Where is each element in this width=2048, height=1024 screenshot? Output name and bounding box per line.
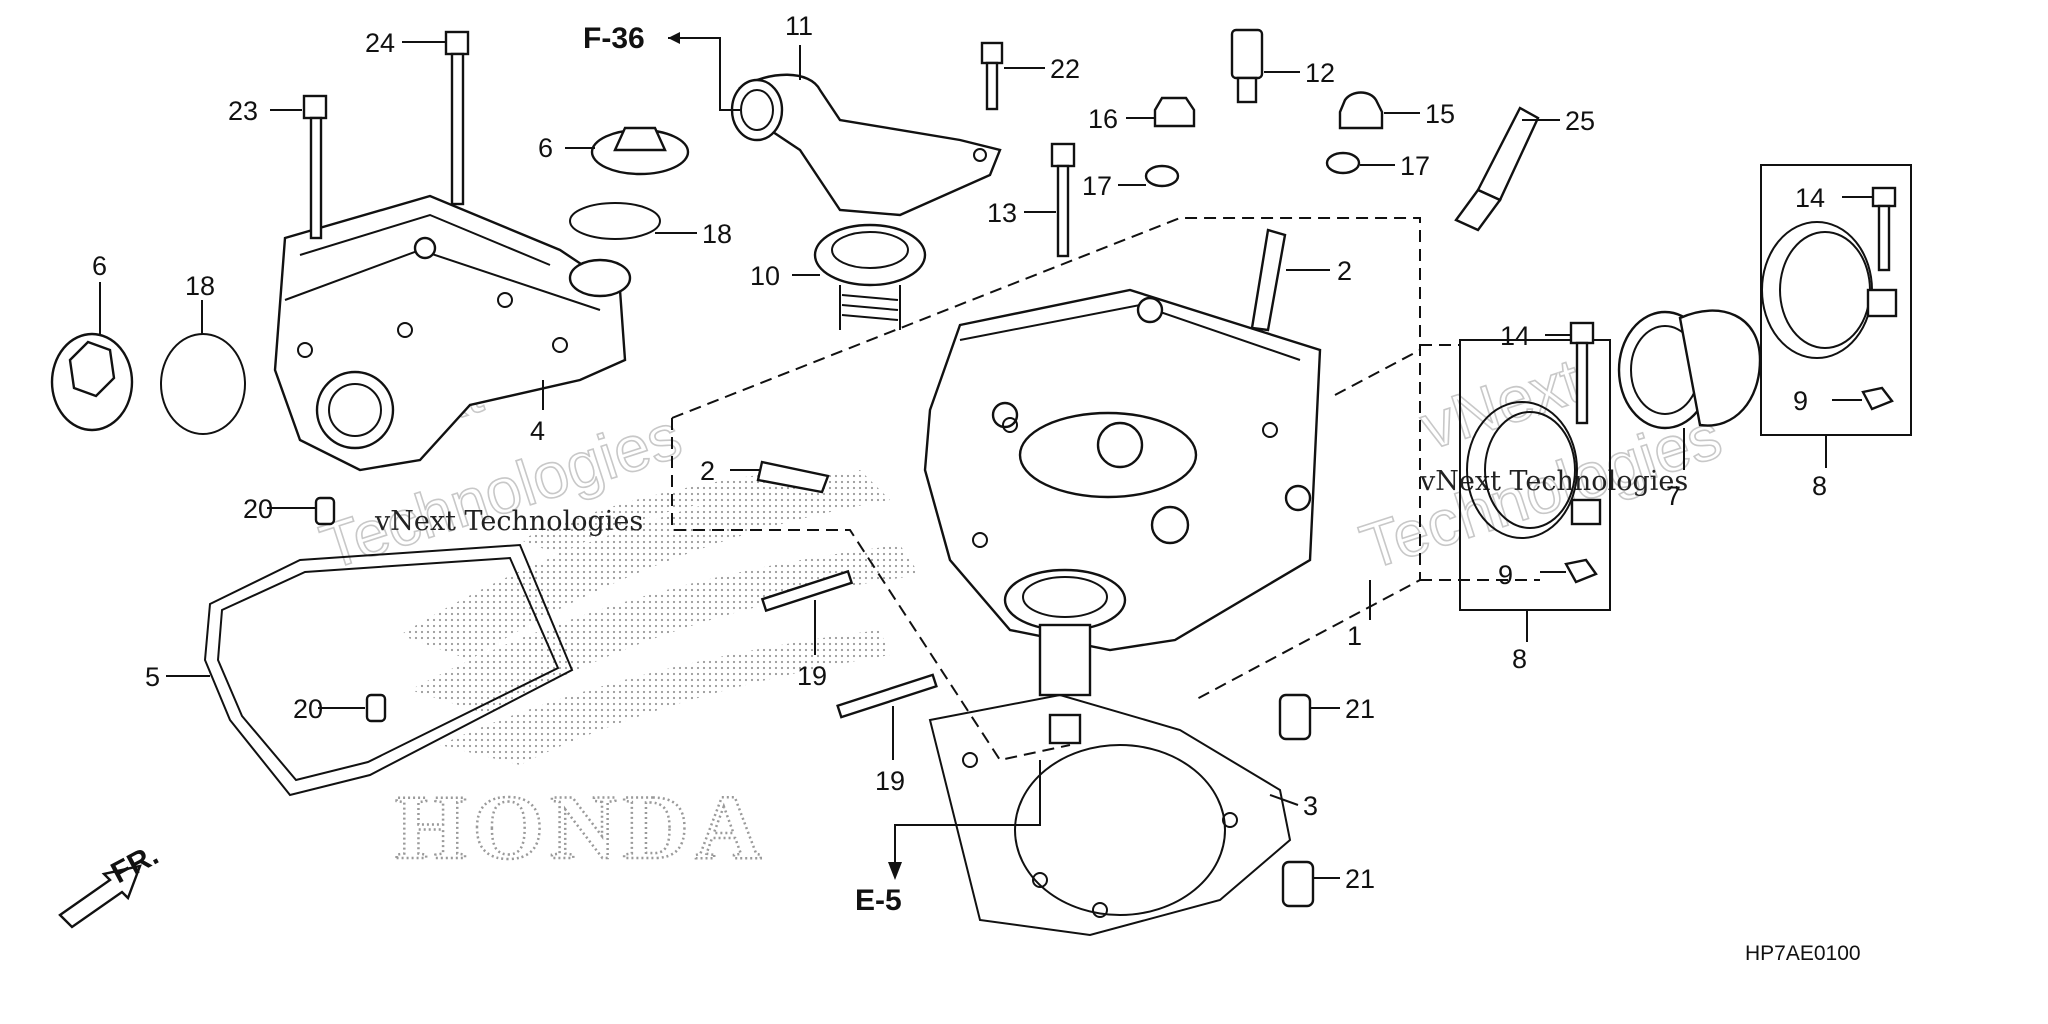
bolt-24-part: [444, 30, 470, 206]
callout-8-right: 8: [1812, 471, 1827, 501]
watermark-text-right: vNext Technologies: [1419, 466, 1688, 497]
callout-9-right: 9: [1793, 386, 1808, 416]
assembly-dashed-lines: [671, 217, 1540, 762]
ref-arrow-f36: [668, 32, 740, 111]
o-ring-18-left-part: [160, 333, 246, 435]
washer-17-left-part: [1144, 164, 1180, 188]
ref-label-e5: E-5: [855, 884, 902, 917]
nut-9-left-part: [1564, 558, 1598, 584]
callout-19-bottom: 19: [875, 766, 905, 796]
dowel-pin-21-bottom-part: [1281, 860, 1315, 908]
clamp-set-box-right: [1760, 164, 1912, 436]
thermostat-cover-part: [730, 73, 1002, 217]
stud-19-bottom-part: [836, 673, 938, 719]
callout-14-left: 14: [1500, 321, 1530, 351]
callout-24: 24: [365, 28, 395, 58]
bolt-23-part: [302, 94, 328, 240]
callout-20-bottom: 20: [293, 694, 323, 724]
plug-6-left-part: [50, 332, 134, 432]
callout-1: 1: [1347, 621, 1362, 651]
screw-14-right-part: [1871, 186, 1897, 272]
sensor-12-part: [1230, 28, 1264, 104]
callout-20-top: 20: [243, 494, 273, 524]
cylinder-head-cover-part: [273, 194, 632, 472]
callout-5: 5: [145, 662, 160, 692]
ref-arrow-e5: [888, 760, 1041, 880]
callout-13: 13: [987, 198, 1017, 228]
callout-18-top: 18: [702, 219, 732, 249]
guide-pipe-2-left-part: [756, 460, 830, 494]
leader-lines: [99, 41, 1872, 879]
brand-text: HONDA: [395, 776, 767, 878]
o-ring-18-top-part: [569, 202, 661, 240]
washer-17-right-part: [1325, 151, 1361, 175]
screw-14-left-part: [1569, 321, 1595, 425]
callout-3: 3: [1303, 791, 1318, 821]
ref-label-f36: F-36: [583, 22, 645, 55]
thermostat-part: [813, 223, 927, 330]
callout-19-top: 19: [797, 661, 827, 691]
callout-17-right: 17: [1400, 151, 1430, 181]
callout-25: 25: [1565, 106, 1595, 136]
callout-9-left: 9: [1498, 560, 1513, 590]
spark-plug-25-part: [1454, 106, 1540, 232]
brand-wing-mark: [400, 470, 920, 765]
callout-21-top: 21: [1345, 694, 1375, 724]
callout-22: 22: [1050, 54, 1080, 84]
callout-8-left: 8: [1512, 644, 1527, 674]
callout-7: 7: [1666, 481, 1681, 511]
bolt-13-part: [1050, 142, 1076, 258]
cylinder-head-gasket-part: [928, 693, 1292, 937]
diagram-code: HP7AE0100: [1745, 942, 1861, 965]
nut-9-right-part: [1861, 386, 1894, 411]
callout-12: 12: [1305, 58, 1335, 88]
callout-2-right: 2: [1337, 256, 1352, 286]
callout-14-right: 14: [1795, 183, 1825, 213]
cylinder-head-part: [923, 288, 1322, 745]
callout-2-left: 2: [700, 456, 715, 486]
callout-6-top: 6: [538, 133, 553, 163]
clamp-band-right-part: [1761, 221, 1898, 359]
callout-21-bottom: 21: [1345, 864, 1375, 894]
dowel-pin-21-top-part: [1278, 693, 1312, 741]
clamp-set-box-left: [1459, 339, 1611, 611]
guide-pipe-2-right-part: [1250, 228, 1287, 332]
cap-nut-16-part: [1153, 96, 1196, 128]
plug-6-top-part: [590, 126, 690, 176]
insulator-7-part: [1617, 309, 1762, 430]
callout-18-left: 18: [185, 271, 215, 301]
watermark-text-left: vNext Technologies: [374, 506, 643, 537]
callout-11: 11: [785, 11, 813, 41]
callout-10: 10: [750, 261, 780, 291]
front-direction-arrow: [58, 864, 142, 929]
callout-16: 16: [1088, 104, 1118, 134]
dowel-pin-20-bottom-part: [365, 693, 387, 723]
callout-4: 4: [530, 416, 545, 446]
bolt-22-part: [980, 41, 1004, 111]
part-number-callouts: 1 2 2 3 4 5 6 6 7 8 8 9 9 10 11 12 13 14…: [92, 11, 1827, 894]
dowel-pin-20-top-part: [314, 496, 336, 526]
clamp-band-left-part: [1466, 401, 1602, 539]
callout-17-left: 17: [1082, 171, 1112, 201]
callout-15: 15: [1425, 99, 1455, 129]
head-cover-gasket-part: [203, 543, 574, 797]
callout-23: 23: [228, 96, 258, 126]
cap-nut-15-part: [1338, 91, 1384, 130]
callout-6-left: 6: [92, 251, 107, 281]
stud-19-top-part: [760, 569, 854, 613]
